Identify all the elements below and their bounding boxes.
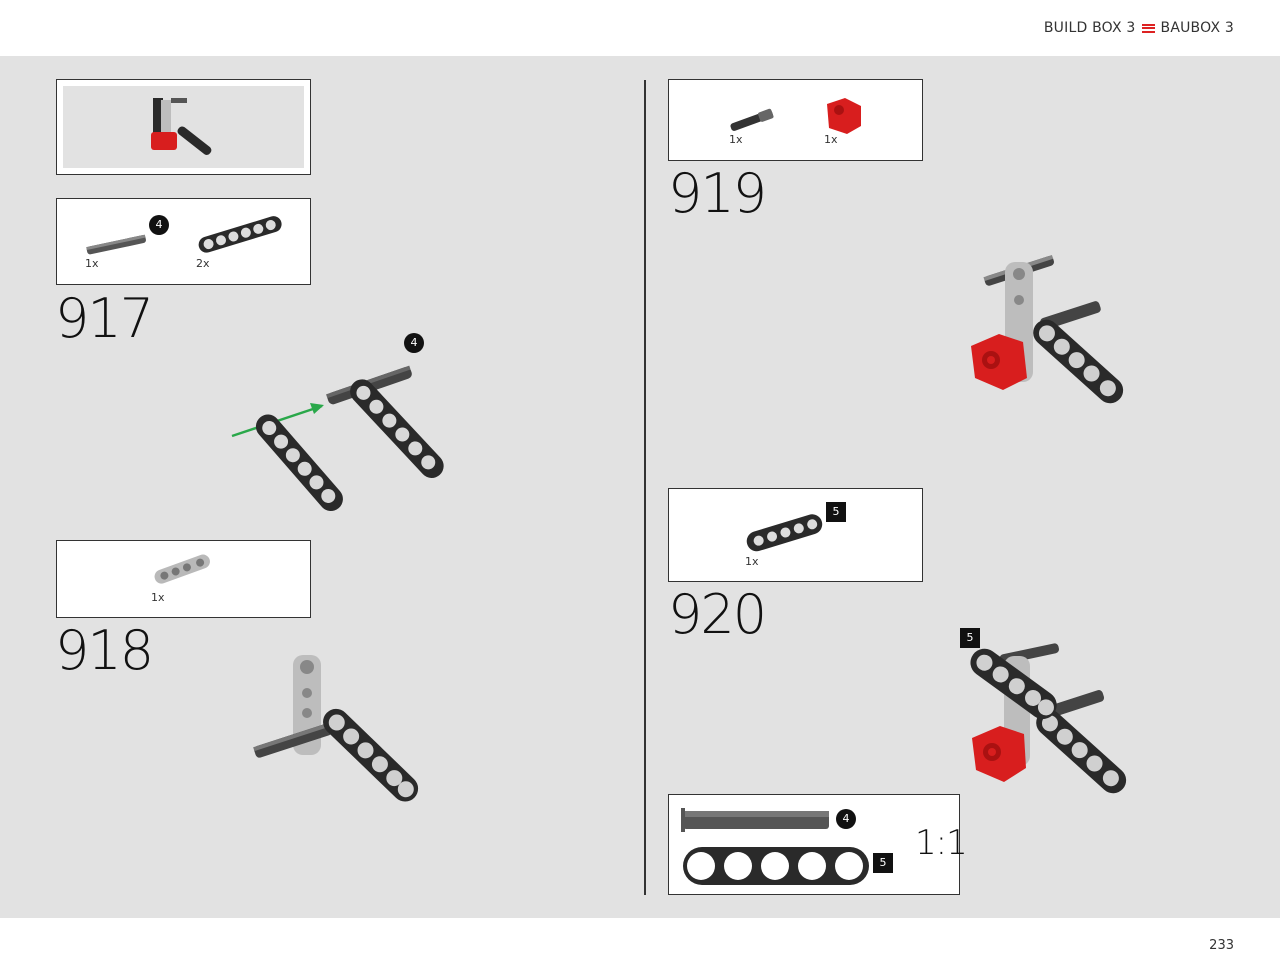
part-qty: 1x [729, 133, 743, 146]
page-header: BUILD BOX 3 BAUBOX 3 [0, 0, 1280, 56]
part-qty: 1x [745, 555, 759, 568]
beam-length-callout: 5 [960, 628, 980, 648]
build-box-label: BUILD BOX 3 BAUBOX 3 [1044, 20, 1234, 36]
part-qty: 1x [151, 591, 165, 604]
scale-guide-image [681, 808, 869, 885]
build-box-en: BUILD BOX 3 [1043, 20, 1136, 36]
step-918-illustration [253, 655, 419, 802]
axle-length-callout: 4 [149, 215, 169, 235]
step-917-parts-image [86, 216, 282, 255]
part-qty: 2x [196, 257, 210, 270]
axle-length-callout: 4 [404, 333, 424, 353]
step-number: 919 [668, 162, 767, 225]
column-divider [644, 80, 646, 895]
axle-length-callout: 4 [836, 809, 856, 829]
flag-icon [1141, 23, 1155, 33]
page-number: 233 [1209, 938, 1234, 953]
part-qty: 1x [824, 133, 838, 146]
step-920-parts-image [746, 514, 823, 552]
step-number: 917 [55, 287, 154, 350]
subassembly-preview-image [151, 98, 212, 155]
step-917-illustration [231, 365, 444, 511]
step-920-parts-box: 5 1x [668, 488, 923, 582]
step-number: 918 [55, 619, 154, 682]
step-917-parts-box: 4 1x 2x [56, 198, 311, 285]
scale-guide-box: 4 5 1:1 [668, 794, 968, 895]
part-qty: 1x [85, 257, 99, 270]
step-920-illustration [970, 643, 1127, 794]
step-918-parts-image [154, 554, 210, 584]
beam-length-callout: 5 [873, 853, 893, 873]
page-footer: 233 [0, 918, 1280, 974]
step-918-parts-box: 1x [56, 540, 311, 618]
step-919-parts-box: 1x 1x [668, 79, 923, 161]
scale-label: 1:1 [915, 823, 968, 863]
beam-length-callout: 5 [826, 502, 846, 522]
step-919-illustration [971, 254, 1124, 404]
step-919-parts-image [730, 98, 861, 134]
subassembly-preview-box [56, 79, 311, 175]
build-box-de: BAUBOX 3 [1160, 20, 1234, 36]
step-number: 920 [668, 583, 767, 646]
